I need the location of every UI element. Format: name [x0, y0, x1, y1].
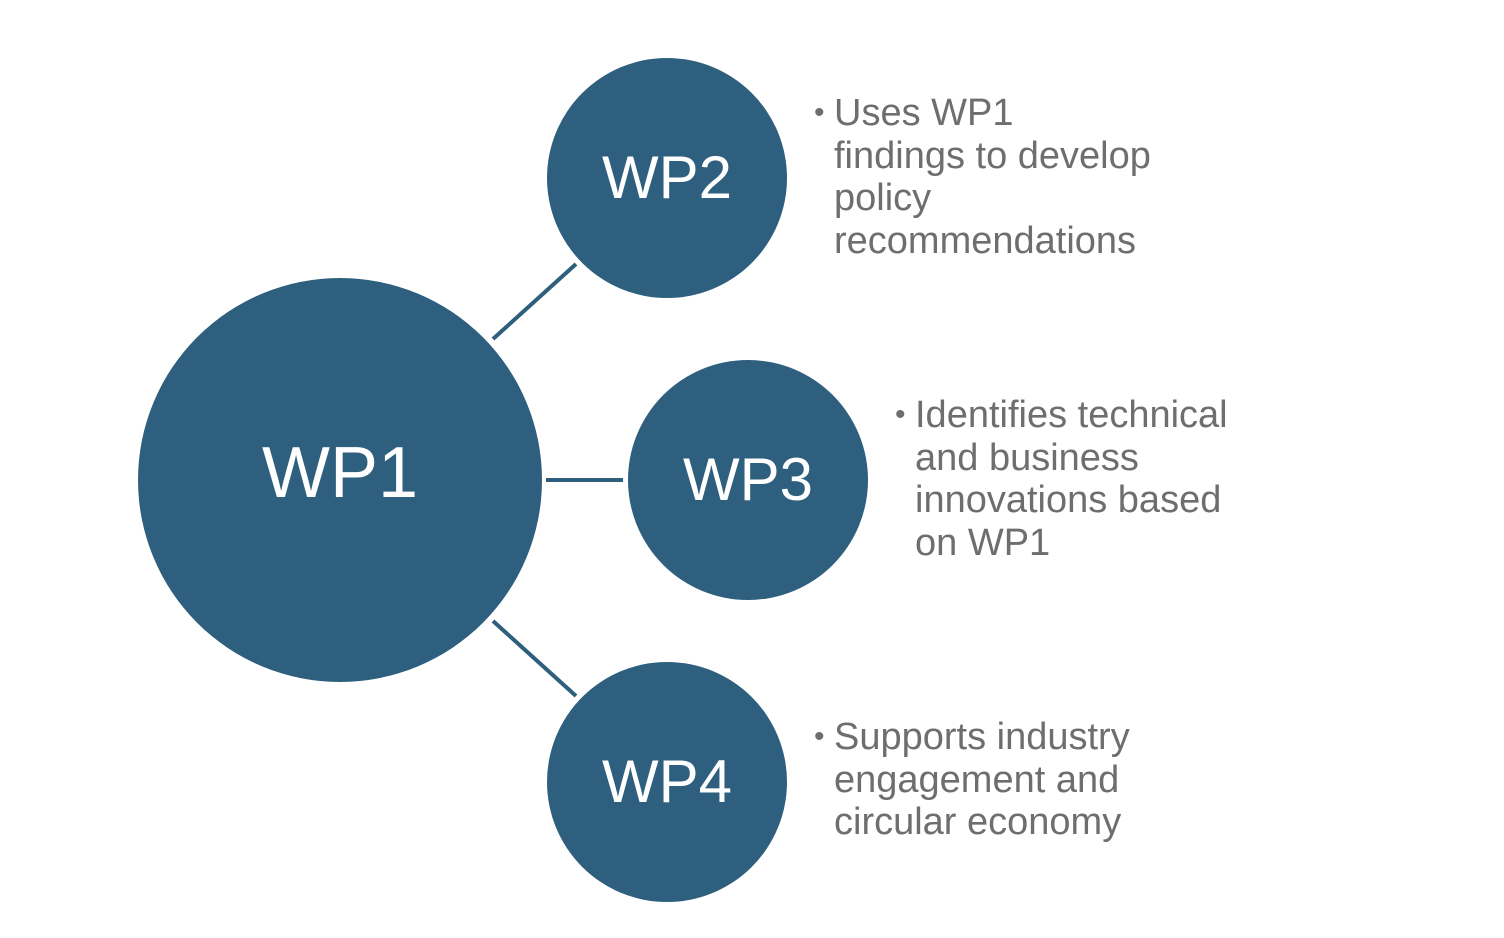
description-wp3: • Identifies technical and business inno… [895, 394, 1335, 564]
description-wp2-line-2: findings to develop [834, 134, 1151, 177]
node-wp2-circle [547, 58, 787, 298]
description-wp4-line-1: Supports industry [834, 716, 1130, 758]
node-wp2: WP2 [547, 58, 787, 298]
node-wp1-circle [138, 278, 542, 682]
bullet-wp3: • [895, 398, 906, 431]
bullet-wp4: • [814, 720, 825, 753]
node-wp4-label: WP4 [602, 748, 732, 815]
node-wp4: WP4 [547, 662, 787, 902]
description-wp2: • Uses WP1 findings to develop policy re… [814, 92, 1254, 262]
connector-wp1-wp4 [491, 619, 578, 698]
description-wp2-line-3: policy [834, 177, 932, 219]
description-wp4: • Supports industry engagement and circu… [814, 716, 1254, 844]
description-wp4-line-2: engagement and [834, 758, 1120, 801]
description-wp2-line-4: recommendations [834, 219, 1137, 262]
node-wp3-circle [628, 360, 868, 600]
description-wp3-line-3: innovations based [915, 479, 1222, 521]
description-wp2-line-1: Uses WP1 [834, 92, 1014, 134]
node-wp1: WP1 [138, 278, 542, 682]
node-wp3: WP3 [628, 360, 868, 600]
description-wp3-line-1: Identifies technical [915, 394, 1228, 436]
bullet-wp2: • [814, 96, 825, 129]
description-wp4-line-3: circular economy [834, 801, 1122, 843]
node-wp1-label: WP1 [262, 433, 418, 513]
connector-wp1-wp2 [491, 262, 578, 341]
description-wp3-line-2: and business [915, 436, 1139, 479]
node-wp3-label: WP3 [683, 446, 813, 513]
node-wp4-circle [547, 662, 787, 902]
node-wp2-label: WP2 [602, 144, 732, 211]
description-wp3-line-4: on WP1 [915, 521, 1051, 564]
